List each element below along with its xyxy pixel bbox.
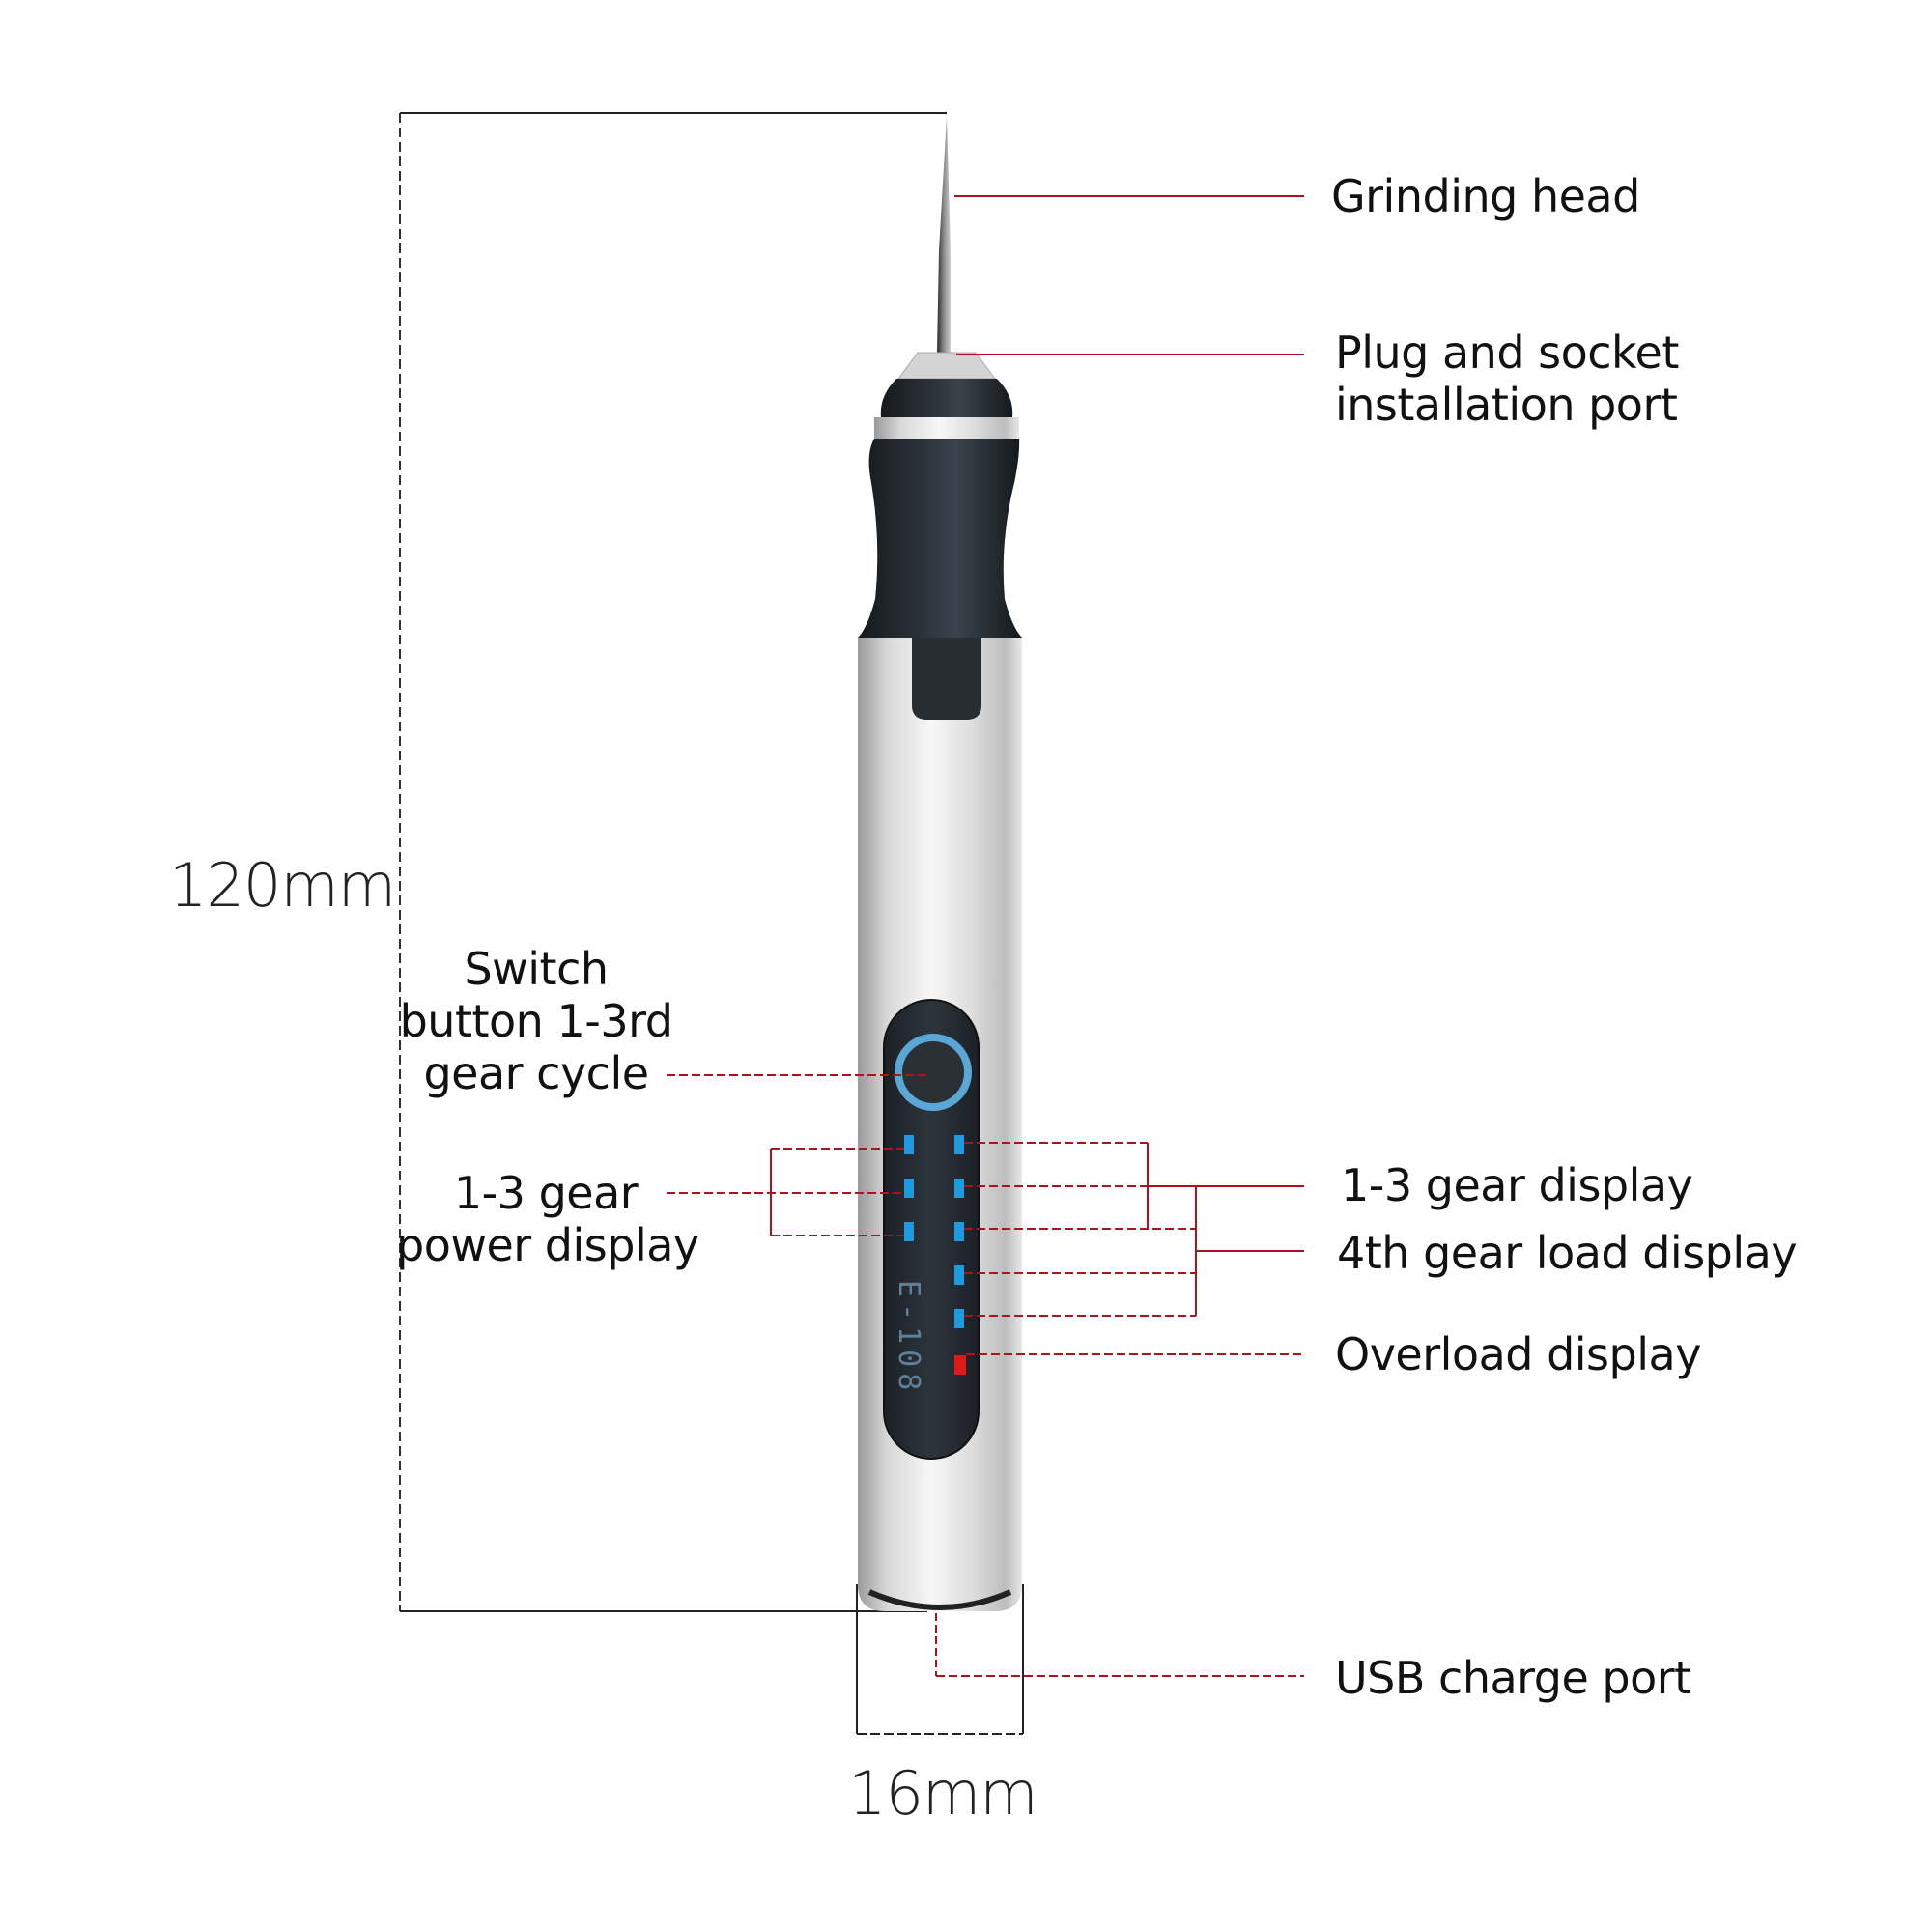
gear-led-1: [954, 1135, 964, 1154]
label-power-line1: 1-3 gear: [453, 1167, 639, 1219]
label-switch-line1: Switch: [464, 943, 609, 995]
label-gear-display: 1-3 gear display: [1341, 1159, 1693, 1211]
label-switch-button: Switch button 1-3rd gear cycle: [396, 943, 676, 1099]
plug-socket-chuck: [874, 352, 1019, 439]
label-load-display: 4th gear load display: [1337, 1227, 1798, 1279]
length-dimension-bracket: [399, 112, 947, 1612]
gear-led-2: [954, 1179, 964, 1198]
length-dimension-label: 120mm: [169, 850, 396, 921]
label-plug-socket-line1: Plug and socket: [1335, 327, 1679, 379]
power-led-2: [904, 1179, 914, 1198]
label-grinding-head: Grinding head: [1331, 170, 1640, 222]
leader-lines: [667, 195, 1304, 1677]
label-plug-socket-line2: installation port: [1335, 379, 1678, 431]
label-power-display: 1-3 gear power display: [396, 1167, 699, 1271]
label-power-line2: power display: [396, 1219, 699, 1271]
overload-led: [954, 1355, 966, 1375]
power-led-1: [904, 1135, 914, 1154]
gear-led-3: [954, 1222, 964, 1241]
power-led-3: [904, 1222, 914, 1241]
gear-led-5: [954, 1309, 964, 1328]
label-overload-display: Overload display: [1335, 1328, 1701, 1380]
label-switch-line2: button 1-3rd: [399, 995, 673, 1047]
label-usb-port: USB charge port: [1335, 1652, 1691, 1704]
model-label: E-108: [892, 1280, 925, 1397]
diameter-dimension-box: [856, 1584, 1024, 1735]
label-switch-line3: gear cycle: [423, 1047, 649, 1099]
power-leds: [904, 1135, 914, 1241]
label-plug-socket: Plug and socket installation port: [1335, 327, 1679, 431]
switch-button[interactable]: [895, 1034, 972, 1111]
gear-led-4: [954, 1265, 964, 1285]
grinding-head-bit: [937, 116, 951, 353]
diameter-dimension-label: 16mm: [848, 1758, 1038, 1829]
gear-leds: [954, 1135, 966, 1375]
